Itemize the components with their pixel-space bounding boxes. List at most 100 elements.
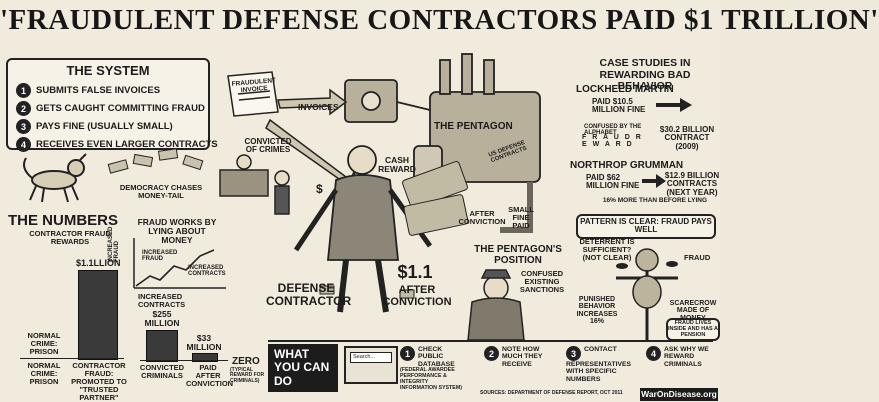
action-text: NOTE HOW MUCH THEY RECEIVE — [502, 346, 543, 368]
action-number: 4 — [646, 346, 661, 361]
normal-crime-top-label: NORMAL CRIME: PRISON — [27, 331, 61, 356]
numbers-heading: THE NUMBERS — [8, 212, 119, 229]
system-panel: THE SYSTEM 1 SUBMITS FALSE INVOICES 2 GETS… — [6, 58, 218, 152]
computer-illustration: Search... — [344, 346, 398, 384]
action-text: CONTACT REPRESENTATIVES WITH SPECIFIC NU… — [566, 346, 632, 383]
northrop-contract: $12.9 BILLION CONTRACTS (NEXT YEAR) — [664, 171, 720, 197]
normal-crime-label: NORMAL CRIME: PRISON — [27, 361, 61, 386]
actions-heading: WHAT YOU CAN DO — [268, 344, 338, 392]
lying-bottom-label: INCREASED CONTRACTS — [138, 292, 186, 309]
pentagon-label: THE PENTAGON — [434, 121, 513, 132]
lockheed-fine: PAID $10.5 MILLION FINE — [592, 97, 646, 115]
brand-badge[interactable]: WarOnDisease.org — [640, 388, 718, 401]
fraud-label: FRAUD — [684, 253, 711, 262]
system-step-2: 2 GETS CAUGHT COMMITTING FRAUD — [16, 101, 205, 116]
money-machine-icon — [344, 53, 541, 233]
page-title: 'FRAUDULENT DEFENSE CONTRACTORS PAID $1 … — [0, 4, 879, 36]
chart-baseline — [140, 360, 228, 361]
zero-label: ZERO — [232, 356, 260, 367]
action-number: 3 — [566, 346, 581, 361]
lockheed-contract: $30.2 BILLION CONTRACT (2009) — [659, 125, 715, 151]
system-heading: THE SYSTEM — [66, 63, 150, 78]
deterrent-question: DETERRENT IS SUFFICIENT? (NOT CLEAR) — [579, 237, 635, 262]
fraud-reward-letters: F R A U D R E W A R D — [582, 134, 643, 148]
pentagon-machine-illustration — [219, 53, 541, 341]
crow-icon — [616, 261, 678, 269]
contractor-fraud-label: CONTRACTOR FRAUD: PROMOTED TO "TRUSTED P… — [71, 361, 127, 402]
system-step-1: 1 SUBMITS FALSE INVOICES — [16, 83, 200, 98]
scarecrow-icon — [616, 248, 678, 340]
step-number: 1 — [16, 83, 31, 98]
invoices-label: INVOICES — [298, 102, 339, 112]
northrop-fine: PAID $62 MILLION FINE — [586, 173, 640, 191]
lying-heading: FRAUD WORKS BY LYING ABOUT MONEY — [137, 217, 217, 245]
confused-label: CONFUSED BY THE ALPHABET — [584, 124, 642, 137]
system-step-4: 4 RECEIVES EVEN LARGER CONTRACTS — [16, 137, 218, 152]
convicted-value-2: $33 MILLION — [186, 333, 222, 352]
position-heading: THE PENTAGON'S POSITION — [474, 244, 562, 266]
cases-heading: CASE STUDIES IN REWARDING BAD BEHAVIOR — [599, 57, 691, 93]
northrop-label: NORTHROP GRUMMAN — [570, 160, 684, 171]
person-icon — [293, 145, 433, 313]
bar-value-label: $1.1LLION — [76, 258, 121, 268]
money-bill-icon — [319, 160, 469, 299]
action-text: CHECK PUBLIC DATABASE — [418, 346, 455, 368]
invoice-document-icon — [227, 71, 279, 117]
pattern-banner: PATTERN IS CLEAR: FRAUD PAYS WELL — [576, 214, 716, 239]
lying-chart — [133, 238, 226, 289]
baseline — [20, 358, 124, 359]
northrop-more: 16% MORE THAN BEFORE LYING — [602, 197, 708, 204]
zero-sub-label: (TYPICAL REWARD FOR CRIMINALS) — [230, 367, 265, 384]
arrow-icon — [642, 174, 666, 188]
action-item-2: 2 NOTE HOW MUCH THEY RECEIVE — [484, 346, 544, 368]
step-text: PAYS FINE (USUALLY SMALL) — [36, 121, 173, 133]
action-item-4: 4 ASK WHY WE REWARD CRIMINALS — [646, 346, 716, 368]
increased-fraud-label: INCREASED FRAUD — [142, 250, 178, 263]
system-step-3: 3 PAYS FINE (USUALLY SMALL) — [16, 119, 200, 134]
position-text: CONFUSED EXISTING SANCTIONS — [519, 269, 565, 294]
step-text: SUBMITS FALSE INVOICES — [36, 85, 161, 97]
action-text: ASK WHY WE REWARD CRIMINALS — [664, 346, 709, 368]
increased-contracts-inline-label: INCREASED CONTRACTS — [188, 265, 226, 278]
scarecrow-illustration — [616, 248, 678, 340]
big-money-value: $1.1 — [397, 262, 433, 282]
step-number: 3 — [16, 119, 31, 134]
paid-after-bar — [192, 353, 218, 362]
action-item-1: 1 CHECK PUBLIC DATABASE (FEDERAL AWARDEE… — [400, 346, 466, 392]
sources-note: SOURCES: DEPARTMENT OF DEFENSE REPORT, O… — [480, 390, 623, 396]
action-number: 2 — [484, 346, 499, 361]
cash-reward-label: CASH REWARD — [378, 155, 416, 174]
convicted-label-1: CONVICTED CRIMINALS — [139, 363, 185, 380]
action-number: 1 — [400, 346, 415, 361]
action-sub: (FEDERAL AWARDEE PERFORMANCE & INTEGRITY… — [400, 367, 462, 391]
step-text: GETS CAUGHT COMMITTING FRAUD — [36, 103, 205, 115]
punished-label: PUNISHED BEHAVIOR INCREASES 16% — [576, 296, 618, 326]
big-money-sub: AFTER CONVICTION — [382, 284, 452, 309]
action-item-3: 3 CONTACT REPRESENTATIVES WITH SPECIFIC … — [566, 346, 638, 383]
judge-icon — [219, 154, 290, 215]
contractor-fraud-bar — [78, 270, 118, 360]
money-bill-icon — [107, 148, 204, 174]
convicted-value-1: $255 MILLION — [144, 309, 180, 328]
step-number: 2 — [16, 101, 31, 116]
lives-sign: FRAUD LIVES INSIDE AND HAS A PENSION — [666, 318, 720, 342]
step-text: RECEIVES EVEN LARGER CONTRACTS — [36, 139, 218, 151]
money-symbol: $ — [316, 182, 323, 196]
defense-contractor-label: DEFENSE CONTRACTOR — [266, 281, 352, 309]
dog-chasing-money-illustration — [23, 148, 204, 203]
convicted-crimes-label: CONVICTED OF CRIMES — [244, 137, 292, 155]
convicted-bar — [146, 330, 178, 362]
search-input[interactable]: Search... — [350, 352, 392, 363]
arrow-icon — [656, 98, 692, 112]
convicted-label-2: PAID AFTER CONVICTION — [186, 363, 234, 388]
infographic-page: 'FRAUDULENT DEFENSE CONTRACTORS PAID $1 … — [0, 4, 879, 402]
lying-axis-label: INCREASED FRAUD — [108, 226, 121, 262]
after-conviction-small-label: AFTER CONVICTION — [458, 209, 506, 226]
dog-icon — [23, 153, 87, 203]
numbers-subheading: CONTRACTOR FRAUD REWARDS — [29, 229, 111, 246]
actions-bar — [268, 340, 713, 398]
small-fine-label: SMALL FINE PAID — [508, 205, 534, 230]
lockheed-label: LOCKHEED MARTIN — [576, 84, 674, 95]
democracy-caption: DEMOCRACY CHASES MONEY-TAIL — [119, 183, 203, 200]
step-number: 4 — [16, 137, 31, 152]
